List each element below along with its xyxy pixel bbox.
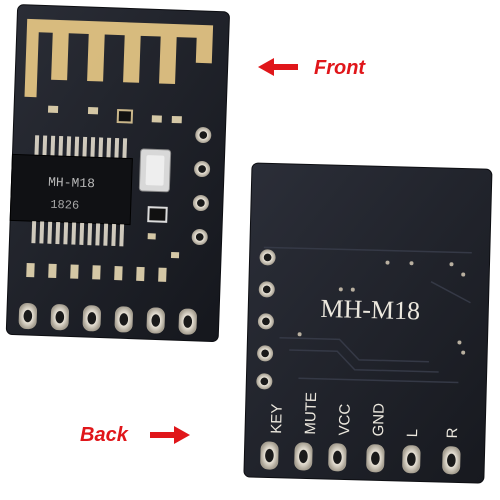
pin-label-r: R	[444, 427, 461, 438]
front-side-pads	[191, 127, 212, 245]
antenna-trace	[24, 18, 214, 98]
ic-chip	[9, 153, 133, 226]
pcb-traces	[263, 246, 472, 384]
pin-label-mute: MUTE	[302, 392, 320, 435]
pin-label-l: L	[404, 429, 421, 438]
back-label: Back	[80, 424, 128, 446]
board-title: MH-M18	[320, 294, 420, 326]
smd-component	[47, 105, 59, 113]
pin-label-key: KEY	[268, 403, 286, 433]
ic-pins-bottom	[31, 221, 125, 247]
back-side-pads	[256, 249, 276, 390]
back-pcb	[243, 162, 493, 484]
chip-marking-line1: MH-M18	[48, 175, 95, 192]
back-board: MH-M18 KEY MUTE VCC GND L R	[243, 162, 493, 484]
pin-label-vcc: VCC	[336, 403, 354, 435]
lower-components	[26, 262, 167, 282]
ic-pins-top	[34, 135, 128, 161]
front-board: MH-M18 1826	[5, 4, 230, 342]
smd-component	[147, 206, 168, 223]
smd-component	[170, 252, 180, 259]
pin-label-gnd: GND	[370, 403, 388, 437]
smd-component	[151, 115, 162, 123]
pin-labels: KEY MUTE VCC GND L R	[268, 392, 461, 439]
smd-component	[116, 109, 134, 124]
vias	[297, 260, 466, 355]
back-bottom-pads	[260, 441, 461, 475]
front-arrow	[258, 58, 298, 76]
crystal-top	[145, 155, 165, 186]
front-bottom-pads	[18, 303, 197, 335]
smd-component	[147, 233, 156, 240]
smd-component	[171, 115, 182, 124]
smd-component	[87, 107, 99, 115]
chip-marking-line2: 1826	[50, 198, 79, 213]
front-label: Front	[314, 57, 366, 79]
back-arrow	[150, 426, 190, 444]
